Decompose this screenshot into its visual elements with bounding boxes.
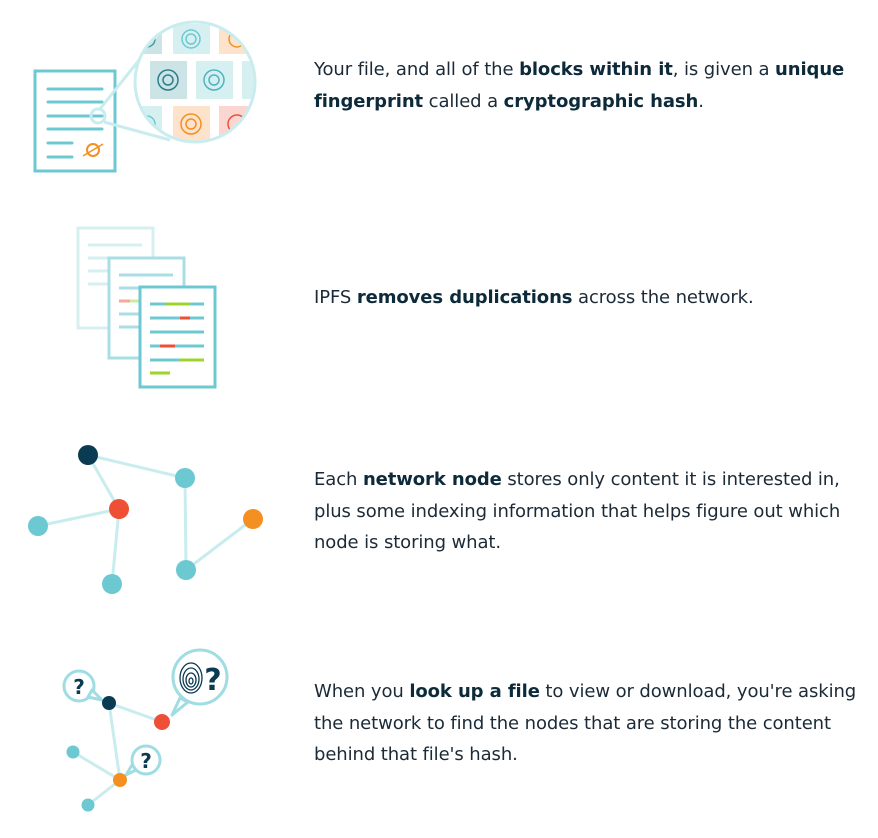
duplicate-documents-icon [76, 226, 217, 389]
text: IPFS [314, 287, 357, 308]
question-mark-icon: ? [204, 663, 221, 698]
text: across the network. [572, 287, 754, 308]
fingerprint-icon [179, 662, 203, 694]
text: When you [314, 681, 410, 702]
document-fingerprint-magnifier-icon [33, 20, 257, 173]
bold-text: removes duplications [356, 287, 573, 308]
bold-text: unique fingerprint [314, 59, 845, 112]
step-nodes: Each network node stores only content it… [0, 430, 878, 610]
question-mark-icon: ? [140, 749, 152, 773]
text: Your file, and all of the [314, 59, 520, 80]
step-dedup-text: IPFS removes duplications across the net… [314, 282, 874, 314]
bold-text: cryptographic hash [503, 90, 699, 112]
step-hash: Your file, and all of the blocks within … [0, 0, 878, 200]
bold-text: blocks within it [519, 59, 673, 80]
network-lookup-icon: ? ? ? [62, 648, 229, 812]
text: . [698, 90, 704, 112]
text: to view or download, you're asking the n… [314, 681, 857, 765]
step-dedup: IPFS removes duplications across the net… [0, 220, 878, 390]
text: stores only content it is interested in,… [314, 469, 841, 553]
bold-text: network node [362, 469, 502, 490]
step-nodes-text: Each network node stores only content it… [314, 464, 869, 559]
text: called a [423, 90, 504, 112]
step-lookup: ? ? ? When you look up a file to view or… [0, 640, 878, 838]
step-lookup-text: When you look up a file to view or downl… [314, 676, 869, 771]
step-hash-text: Your file, and all of the blocks within … [314, 54, 874, 117]
network-nodes-icon [28, 445, 263, 594]
text: Each [314, 469, 363, 490]
bold-text: look up a file [409, 681, 540, 702]
text: , is given a [672, 59, 776, 80]
question-mark-icon: ? [73, 675, 85, 699]
